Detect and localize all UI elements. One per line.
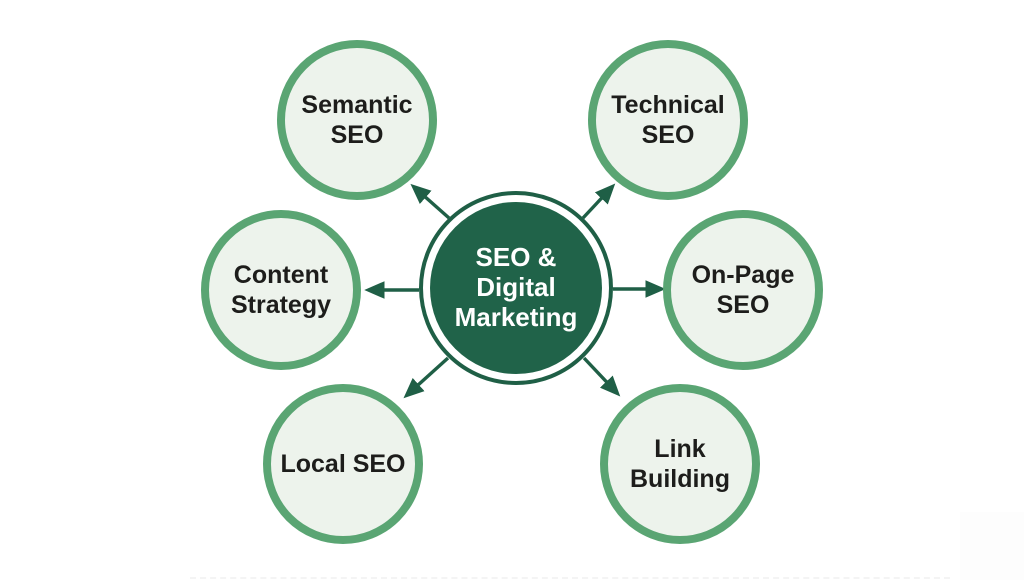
- node-content-strategy: Content Strategy: [201, 210, 361, 370]
- bottom-divider: [190, 577, 950, 579]
- center-node-fill: SEO & Digital Marketing: [430, 202, 602, 374]
- center-node-seo-digital-marketing: SEO & Digital Marketing: [419, 191, 613, 385]
- node-label-content-strategy: Content Strategy: [230, 261, 332, 319]
- node-label-technical-seo: Technical SEO: [611, 91, 725, 149]
- node-on-page-seo: On-Page SEO: [663, 210, 823, 370]
- node-technical-seo: Technical SEO: [588, 40, 748, 200]
- node-label-on-page-seo: On-Page SEO: [691, 261, 795, 319]
- arrow-to-semantic-seo: [410, 183, 451, 220]
- arrow-to-link-building: [582, 356, 621, 397]
- node-link-building: Link Building: [600, 384, 760, 544]
- arrow-to-local-seo: [403, 356, 450, 399]
- arrow-to-technical-seo: [581, 183, 616, 220]
- corner-highlight: [960, 512, 1024, 580]
- node-label-link-building: Link Building: [630, 435, 730, 493]
- node-label-local-seo: Local SEO: [280, 450, 406, 478]
- node-label-semantic-seo: Semantic SEO: [301, 91, 413, 149]
- node-local-seo: Local SEO: [263, 384, 423, 544]
- node-semantic-seo: Semantic SEO: [277, 40, 437, 200]
- center-node-label: SEO & Digital Marketing: [454, 242, 578, 332]
